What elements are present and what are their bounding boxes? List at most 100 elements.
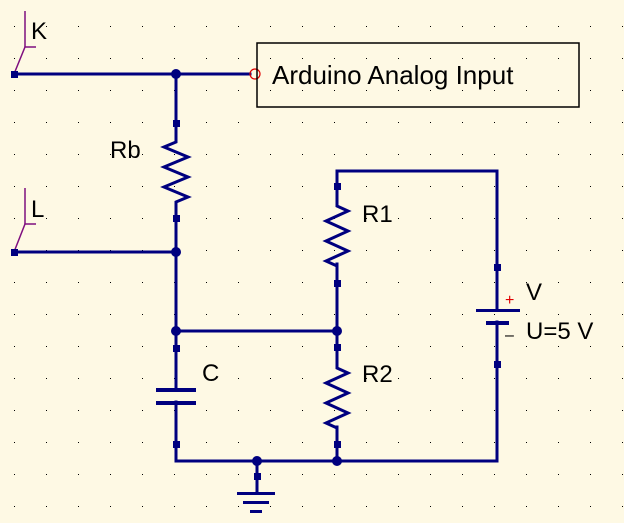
grid-dot bbox=[334, 26, 335, 27]
grid-dot bbox=[398, 378, 399, 379]
capacitor-c[interactable]: C bbox=[156, 345, 219, 448]
junction-bottom-right[interactable] bbox=[332, 456, 342, 466]
wire-label-k[interactable]: K bbox=[13, 11, 47, 75]
grid-dot bbox=[366, 378, 367, 379]
pin-rb-bottom[interactable] bbox=[173, 215, 180, 222]
grid-dot bbox=[622, 506, 623, 507]
grid-dot bbox=[398, 410, 399, 411]
port-connector-icon[interactable] bbox=[249, 68, 261, 80]
grid-dot bbox=[366, 186, 367, 187]
ground-symbol[interactable] bbox=[237, 473, 275, 513]
grid-dot bbox=[110, 282, 111, 283]
grid-dot bbox=[270, 218, 271, 219]
grid-dot bbox=[78, 378, 79, 379]
grid-dot bbox=[590, 474, 591, 475]
grid-dot bbox=[334, 58, 335, 59]
voltage-source-minus-icon: – bbox=[505, 327, 514, 344]
grid-dot bbox=[462, 378, 463, 379]
grid-dot bbox=[46, 122, 47, 123]
grid-dot bbox=[590, 122, 591, 123]
junction-l[interactable] bbox=[171, 247, 181, 257]
port-arduino-analog-input[interactable]: Arduino Analog Input bbox=[249, 42, 580, 108]
grid-dot bbox=[46, 186, 47, 187]
voltage-source-long-plate-icon bbox=[476, 309, 520, 312]
resistor-r1[interactable]: R1 bbox=[322, 183, 393, 287]
voltage-source-v[interactable]: + – V U=5 V bbox=[476, 264, 593, 368]
grid-dot bbox=[590, 154, 591, 155]
junction-mid-left[interactable] bbox=[171, 326, 181, 336]
grid-dot bbox=[206, 282, 207, 283]
grid-dot bbox=[462, 410, 463, 411]
grid-dot bbox=[14, 442, 15, 443]
grid-dot bbox=[334, 250, 335, 251]
grid-dot bbox=[430, 410, 431, 411]
grid-dot bbox=[142, 378, 143, 379]
resistor-r1-label: R1 bbox=[362, 201, 393, 228]
grid-dot bbox=[558, 346, 559, 347]
pin-c-top[interactable] bbox=[173, 345, 180, 352]
wire-top-right[interactable] bbox=[335, 169, 499, 272]
pin-r1-bottom[interactable] bbox=[334, 280, 341, 287]
grid-dot bbox=[558, 506, 559, 507]
resistor-rb[interactable]: Rb bbox=[110, 120, 192, 222]
grid-dot bbox=[622, 218, 623, 219]
grid-dot bbox=[206, 218, 207, 219]
grid-dot bbox=[238, 250, 239, 251]
grid-dot bbox=[366, 506, 367, 507]
junction-bottom-ground[interactable] bbox=[252, 456, 262, 466]
grid-dot bbox=[238, 378, 239, 379]
grid-dot bbox=[334, 506, 335, 507]
grid-dot bbox=[142, 90, 143, 91]
pin-r2-bottom[interactable] bbox=[334, 441, 341, 448]
grid-dot bbox=[462, 122, 463, 123]
grid-dot bbox=[398, 250, 399, 251]
grid-dot bbox=[46, 506, 47, 507]
grid-dot bbox=[366, 346, 367, 347]
grid-dot bbox=[558, 474, 559, 475]
grid-dot bbox=[14, 282, 15, 283]
grid-dot bbox=[46, 442, 47, 443]
junction-mid-right[interactable] bbox=[332, 326, 342, 336]
grid-dot bbox=[334, 154, 335, 155]
grid-dot bbox=[206, 506, 207, 507]
grid-dot bbox=[270, 506, 271, 507]
pin-v-bottom[interactable] bbox=[494, 361, 501, 368]
pin-k[interactable] bbox=[11, 71, 18, 78]
pin-c-bottom[interactable] bbox=[173, 441, 180, 448]
grid-dot bbox=[302, 154, 303, 155]
grid-dot bbox=[142, 122, 143, 123]
grid-dot bbox=[238, 506, 239, 507]
grid-dot bbox=[398, 442, 399, 443]
capacitor-c-plate-top-icon bbox=[156, 388, 196, 392]
grid-dot bbox=[174, 58, 175, 59]
grid-dot bbox=[14, 154, 15, 155]
grid-dot bbox=[174, 154, 175, 155]
grid-dot bbox=[526, 218, 527, 219]
grid-dot bbox=[110, 122, 111, 123]
pin-l[interactable] bbox=[11, 249, 18, 256]
grid-dot bbox=[206, 90, 207, 91]
grid-dot bbox=[526, 378, 527, 379]
grid-dot bbox=[238, 26, 239, 27]
grid-dot bbox=[334, 314, 335, 315]
grid-dot bbox=[142, 442, 143, 443]
grid-dot bbox=[110, 26, 111, 27]
grid-dot bbox=[206, 250, 207, 251]
grid-dot bbox=[206, 26, 207, 27]
grid-dot bbox=[494, 154, 495, 155]
grid-dot bbox=[494, 186, 495, 187]
grid-dot bbox=[46, 410, 47, 411]
grid-dot bbox=[302, 58, 303, 59]
wire-label-l[interactable]: L bbox=[13, 188, 44, 253]
junction-top[interactable] bbox=[171, 69, 181, 79]
grid-dot bbox=[78, 58, 79, 59]
grid-dot bbox=[238, 90, 239, 91]
grid-dot bbox=[366, 90, 367, 91]
pin-ground[interactable] bbox=[254, 473, 261, 480]
ground-line-2-icon bbox=[243, 501, 269, 504]
grid-dot bbox=[302, 26, 303, 27]
pin-v-top[interactable] bbox=[494, 264, 501, 271]
resistor-r2[interactable]: R2 bbox=[322, 344, 393, 448]
grid-dot bbox=[526, 250, 527, 251]
grid-dot bbox=[622, 186, 623, 187]
